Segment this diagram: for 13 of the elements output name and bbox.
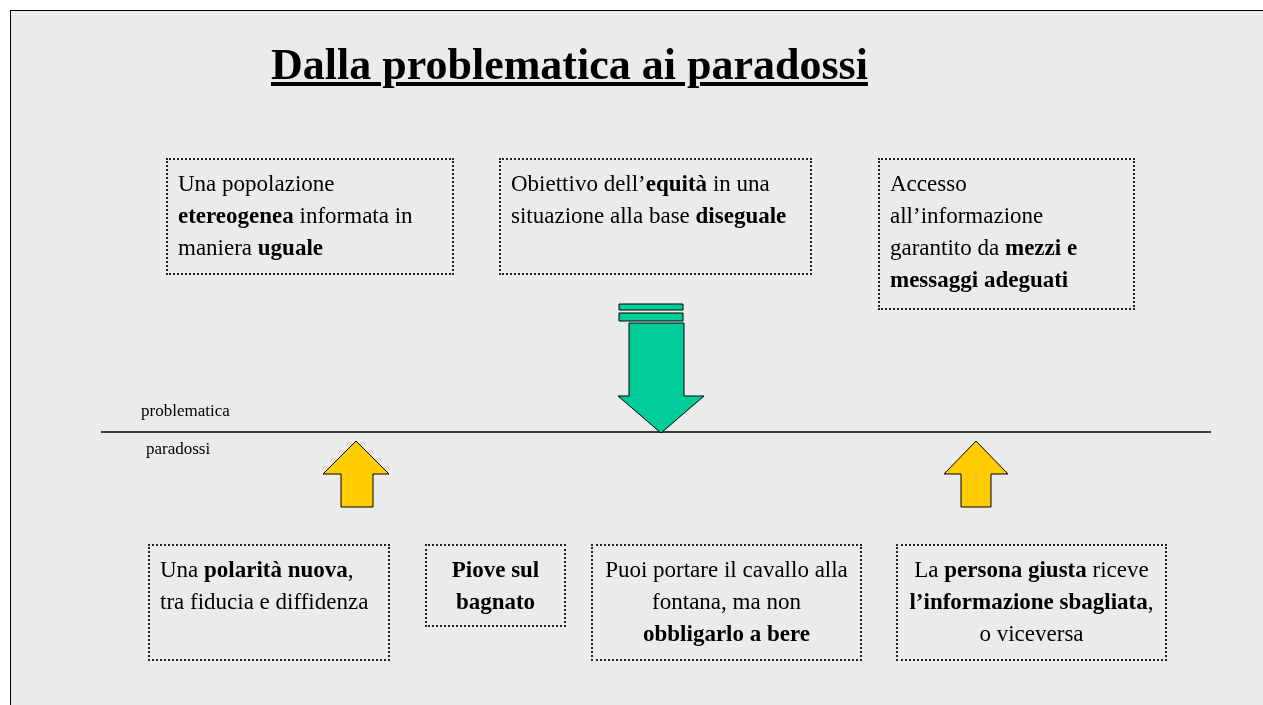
text-box: La persona giusta riceve l’informazione sbagliata, o viceversa — [896, 544, 1167, 661]
text-box: Accesso all’informazione garantito da mezzi e messaggi adeguati — [878, 158, 1135, 310]
section-label: problematica — [141, 401, 230, 421]
block-arrow — [617, 303, 705, 434]
text-box: Una popolazione etereogenea informata in maniera uguale — [166, 158, 454, 275]
block-arrow — [943, 440, 1009, 508]
section-label: paradossi — [146, 439, 211, 459]
text-box: Una polarità nuova, tra fiducia e diffidenza — [148, 544, 390, 661]
text-box: Piove sul bagnato — [425, 544, 566, 627]
block-arrow — [322, 440, 390, 508]
slide-title: Dalla problematica ai paradossi — [271, 39, 868, 90]
text-box: Puoi portare il cavallo alla fontana, ma non obbligarlo a bere — [591, 544, 862, 661]
text-box: Obiettivo dell’equità in una situazione alla base diseguale — [499, 158, 812, 275]
